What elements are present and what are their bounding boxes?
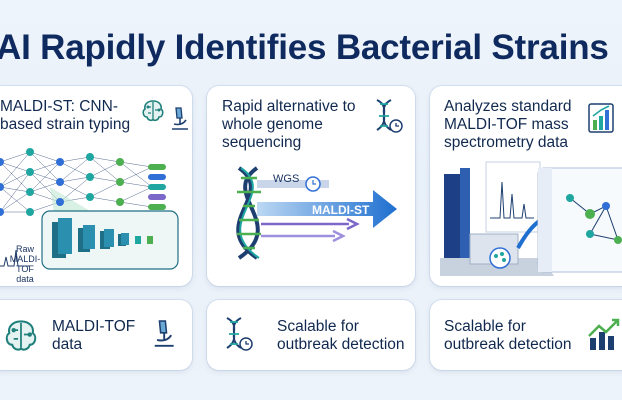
brain-circuit-icon <box>5 320 37 351</box>
brain-circuit-icon <box>142 100 164 122</box>
raw-data-label: Raw MALDI-TOF data <box>9 244 41 284</box>
card-scalable-outbreak: Scalable for outbreak detection <box>207 300 415 370</box>
mass-spectrometer-diagram <box>440 161 622 276</box>
wgs-label: WGS <box>273 173 300 185</box>
card-scalable-outbreak-2: Scalable for outbreak detection <box>430 300 622 370</box>
microscope-icon <box>154 320 174 347</box>
card-text: MALDI-ST: CNN- based strain typing <box>0 98 131 133</box>
maldi-st-label: MALDI-ST <box>312 203 370 217</box>
dna-clock-icon <box>376 99 403 133</box>
neural-network-diagram <box>0 148 179 270</box>
card-rapid-alternative: Rapid alternative to whole genome sequen… <box>207 86 415 286</box>
card-text: Scalable for outbreak detection <box>277 318 405 353</box>
bar-chart-growth-icon <box>588 103 614 133</box>
card-text: MALDI-TOF data <box>52 318 136 353</box>
bar-chart-growth-icon <box>588 318 620 350</box>
dna-comparison-diagram <box>236 166 397 260</box>
card-text: Rapid alternative to whole genome sequen… <box>222 98 356 151</box>
microscope-icon <box>172 107 188 130</box>
card-maldi-tof-data: MALDI-TOF data <box>0 300 192 370</box>
card-text: Analyzes standard MALDI-TOF mass spectro… <box>444 98 572 151</box>
dna-clock-icon <box>226 317 253 351</box>
card-analyzes-maldi-tof: Analyzes standard MALDI-TOF mass spectro… <box>430 86 622 286</box>
card-cnn-strain-typing: MALDI-ST: CNN- based strain typing <box>0 86 192 286</box>
page-title: AI Rapidly Identifies Bacterial Strains <box>0 28 609 67</box>
card-text: Scalable for outbreak detection <box>444 318 572 353</box>
